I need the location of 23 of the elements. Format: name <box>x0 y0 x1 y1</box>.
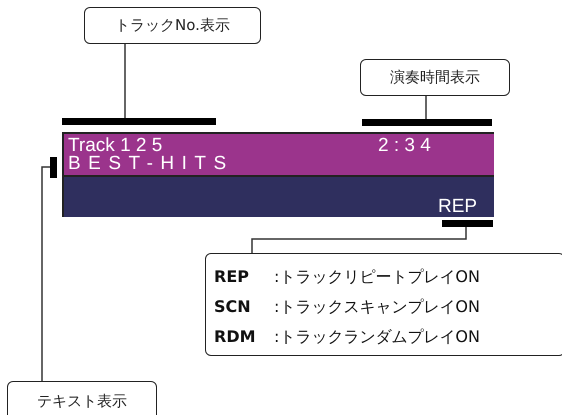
mode-description: :トラックリピートプレイON <box>274 266 481 288</box>
leader-line <box>124 44 126 118</box>
marker-bar <box>50 157 57 178</box>
display-text: REP <box>438 197 478 216</box>
mode-code: RDM <box>214 326 257 348</box>
display-text: BEST-HITS <box>68 154 234 173</box>
leader-line <box>251 227 467 253</box>
marker-bar <box>362 119 492 126</box>
mode-description: :トラックランダムプレイON <box>274 326 481 348</box>
callout-label: トラックNo.表示 <box>84 7 261 44</box>
display-text: Track 1 2 5 <box>68 136 162 155</box>
leader-line <box>425 96 427 119</box>
lcd-display <box>62 132 494 217</box>
marker-bar <box>62 118 216 125</box>
callout-label: 演奏時間表示 <box>360 59 510 96</box>
marker-bar <box>442 220 493 227</box>
mode-code: REP <box>214 266 250 288</box>
display-text: 2 : 3 4 <box>378 136 431 155</box>
mode-description: :トラックスキャンプレイON <box>274 296 481 318</box>
legend-callout <box>205 253 562 356</box>
leader-line <box>41 166 50 381</box>
mode-code: SCN <box>214 296 252 318</box>
callout-label: テキスト表示 <box>7 381 157 415</box>
